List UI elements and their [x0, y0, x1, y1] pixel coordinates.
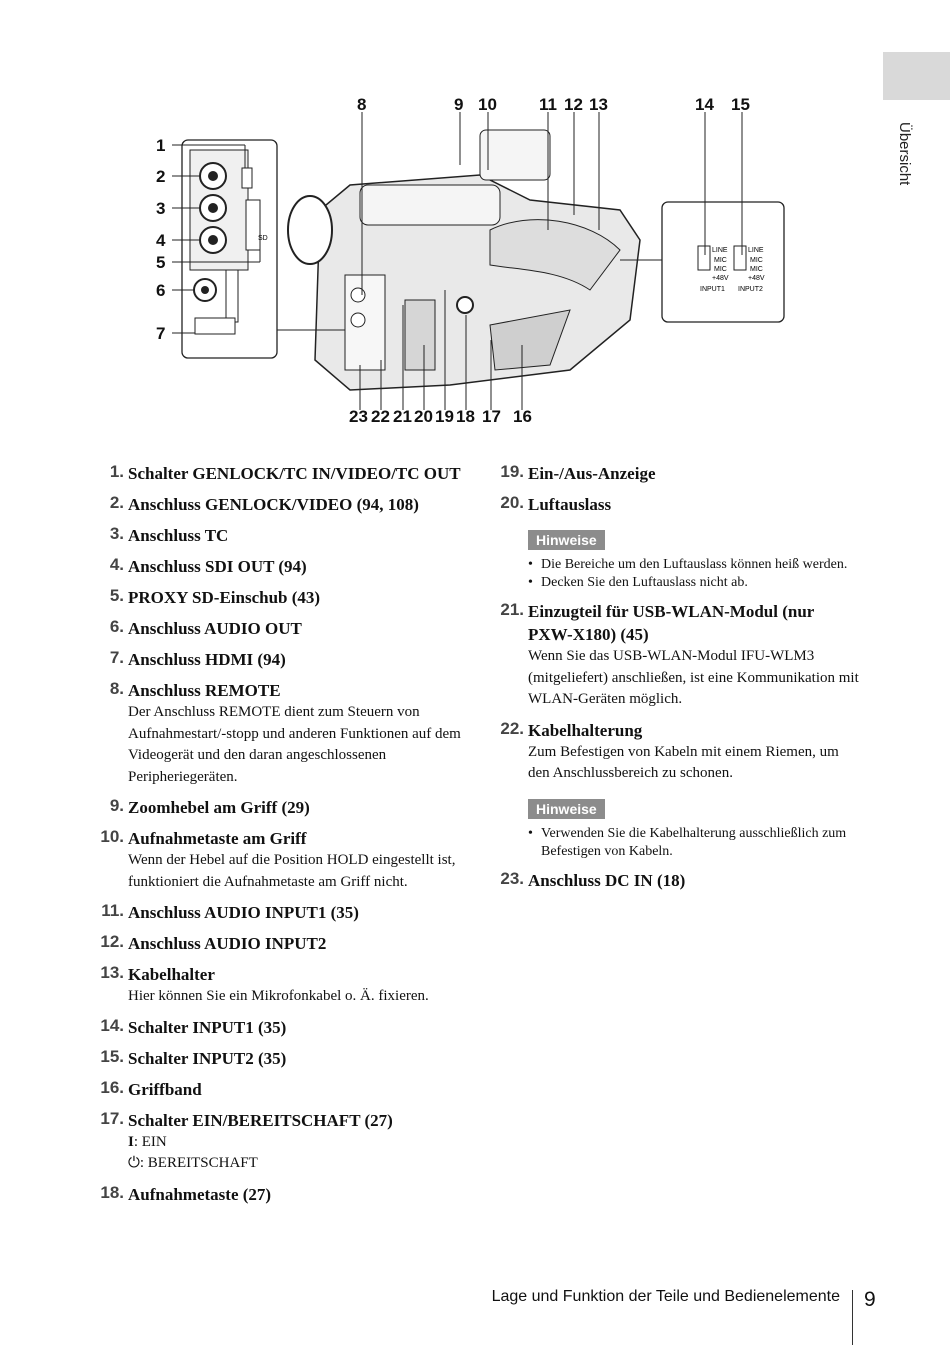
callout-8: 8 — [357, 95, 366, 114]
callout-18: 18 — [456, 407, 475, 426]
list-item: 17.Schalter EIN/BEREITSCHAFT (27) I: EIN… — [100, 1108, 393, 1172]
callout-20: 20 — [414, 407, 433, 426]
left-column: 1.Schalter GENLOCK/TC IN/VIDEO/TC OUT 2.… — [95, 462, 465, 1214]
connector-panel-illustration: SD — [181, 139, 278, 359]
list-item: 18.Aufnahmetaste (27) — [100, 1182, 272, 1204]
footer-divider — [852, 1290, 853, 1345]
svg-text:+48V: +48V — [748, 275, 765, 282]
callout-19: 19 — [435, 407, 454, 426]
list-item: 1.Schalter GENLOCK/TC IN/VIDEO/TC OUT — [109, 462, 461, 483]
list-item: 11.Anschluss AUDIO INPUT1 (35) — [101, 901, 359, 922]
right-column: 19.Ein-/Aus-Anzeige 20.Luftauslass Hinwe… — [495, 462, 860, 900]
svg-text:LINE: LINE — [712, 247, 728, 254]
callout-9: 9 — [454, 95, 463, 114]
list-item: 3.Anschluss TC — [109, 524, 229, 545]
note-bullets: Die Bereiche um den Luftauslass können h… — [528, 556, 860, 592]
svg-text:INPUT1: INPUT1 — [700, 286, 725, 293]
list-item: 4.Anschluss SDI OUT (94) — [109, 555, 307, 576]
list-item: 23.Anschluss DC IN (18) — [500, 868, 686, 890]
callout-15: 15 — [731, 95, 750, 114]
list-item: 5.PROXY SD-Einschub (43) — [109, 586, 321, 607]
camera-body-illustration — [287, 129, 641, 391]
standby-power-icon: ⏻ — [128, 1155, 140, 1171]
callout-6: 6 — [156, 281, 165, 300]
list-item: 9.Zoomhebel am Griff (29) — [109, 796, 310, 817]
callout-3: 3 — [156, 199, 165, 218]
callout-17: 17 — [482, 407, 501, 426]
callout-22: 22 — [371, 407, 390, 426]
svg-text:MIC: MIC — [750, 257, 763, 264]
list-item: 6.Anschluss AUDIO OUT — [109, 617, 302, 638]
callout-14: 14 — [695, 95, 714, 114]
list-item: 15.Schalter INPUT2 (35) — [100, 1046, 287, 1068]
svg-text:LINE: LINE — [748, 247, 764, 254]
page-number: 9 — [864, 1288, 876, 1311]
callout-1: 1 — [156, 136, 165, 155]
note-badge: Hinweise — [528, 530, 605, 550]
svg-text:MIC: MIC — [714, 266, 727, 273]
svg-text:+48V: +48V — [712, 275, 729, 282]
callout-13: 13 — [589, 95, 608, 114]
list-item: 21.Einzugteil für USB-WLAN-Modul (nur PX… — [500, 600, 859, 707]
callout-10: 10 — [478, 95, 497, 114]
svg-text:SD: SD — [258, 235, 268, 242]
camera-diagram: SD LINE MIC MIC +48V INPUT1 LINE MIC MIC… — [156, 95, 785, 426]
input-switch-panel-illustration: LINE MIC MIC +48V INPUT1 LINE MIC MIC +4… — [661, 201, 785, 323]
callout-12: 12 — [564, 95, 583, 114]
callout-2: 2 — [156, 167, 165, 186]
callout-7: 7 — [156, 324, 165, 343]
list-item: 12.Anschluss AUDIO INPUT2 — [100, 932, 327, 953]
callout-4: 4 — [156, 231, 166, 250]
svg-text:MIC: MIC — [714, 257, 727, 264]
list-item: 19.Ein-/Aus-Anzeige — [500, 462, 656, 483]
note-badge: Hinweise — [528, 798, 605, 819]
list-item: 16.Griffband — [100, 1077, 202, 1099]
svg-text:INPUT2: INPUT2 — [738, 286, 763, 293]
on-symbol: I — [128, 1133, 134, 1150]
callout-11: 11 — [539, 95, 557, 114]
callout-16: 16 — [513, 407, 532, 426]
callout-23: 23 — [349, 407, 368, 426]
section-tab — [883, 52, 950, 100]
list-item: 20.Luftauslass — [500, 493, 612, 514]
note-bullets: Verwenden Sie die Kabelhalterung ausschl… — [528, 825, 860, 861]
list-item: 14.Schalter INPUT1 (35) — [100, 1015, 287, 1037]
callout-5: 5 — [156, 253, 165, 272]
callout-21: 21 — [393, 407, 412, 426]
list-item: 7.Anschluss HDMI (94) — [109, 648, 286, 669]
section-label: Übersicht — [896, 122, 913, 186]
svg-text:MIC: MIC — [750, 266, 763, 273]
footer-title: Lage und Funktion der Teile und Bedienel… — [491, 1288, 840, 1305]
list-item: 2.Anschluss GENLOCK/VIDEO (94, 108) — [109, 493, 419, 514]
